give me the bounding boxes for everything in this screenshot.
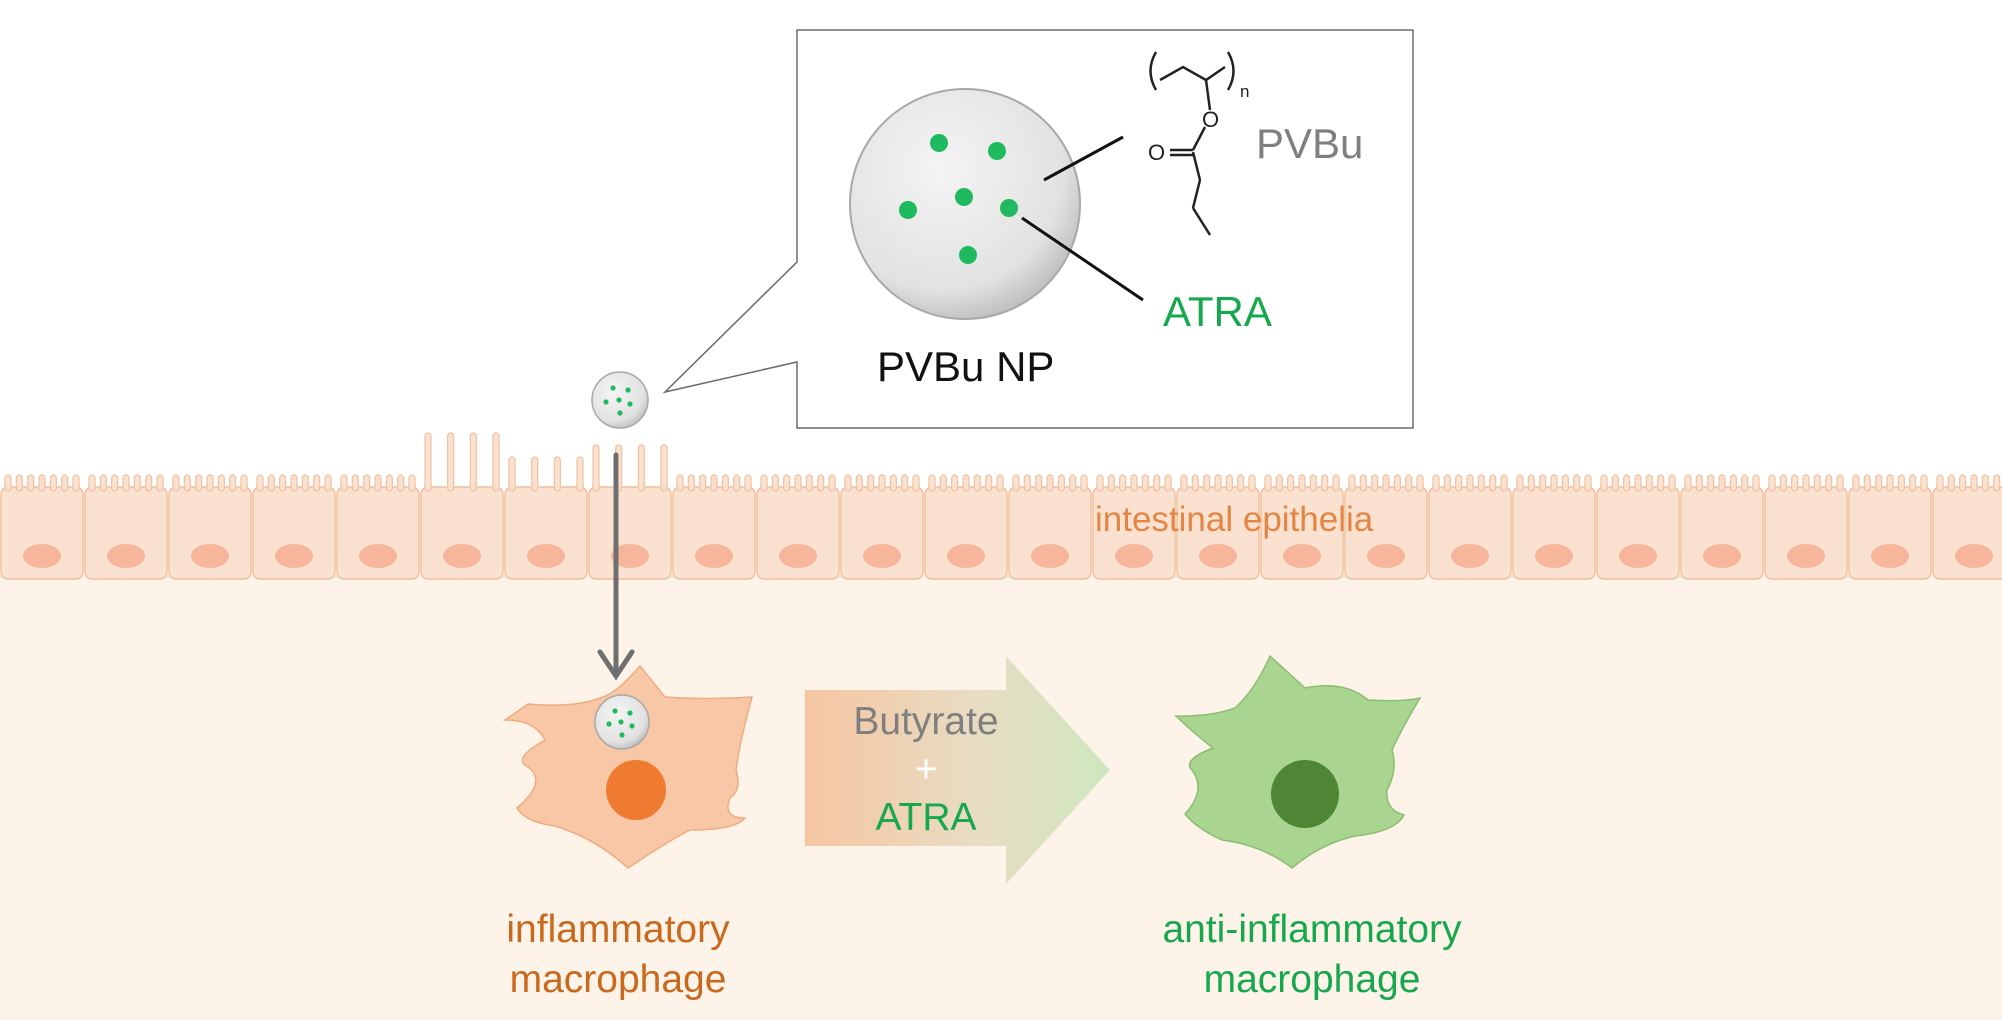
internalized-nanoparticle (594, 694, 650, 750)
butyrate-label: Butyrate (853, 700, 998, 743)
pvbu-label: PVBu (1256, 120, 1363, 167)
epithelial-cell (588, 486, 672, 580)
epithelial-nucleus (947, 544, 985, 568)
repeat-unit-n-label: n (1240, 82, 1249, 101)
arrow-atra-label: ATRA (875, 796, 976, 839)
inflammatory-label-line1: inflammatory (506, 908, 730, 951)
atra-dot (959, 246, 977, 264)
atra-dot (1000, 199, 1018, 217)
epithelial-nucleus (275, 544, 313, 568)
atra-dot (930, 134, 948, 152)
small-nanoparticle (591, 371, 649, 429)
plus-sign: + (915, 748, 938, 791)
atra-dot (899, 201, 917, 219)
epithelial-nucleus (1367, 544, 1405, 568)
anti-inflammatory-label-line1: anti-inflammatory (1162, 908, 1462, 951)
epithelial-nucleus (1199, 544, 1237, 568)
epithelial-cell (504, 486, 588, 580)
ester-oxygen-label: O (1202, 107, 1219, 132)
epithelial-nucleus (359, 544, 397, 568)
epithelia-label: intestinal epithelia (1095, 500, 1374, 539)
epithelial-nucleus (1871, 544, 1909, 568)
epithelial-nucleus (1451, 544, 1489, 568)
epithelial-nucleus (1115, 544, 1153, 568)
large-nanoparticle (849, 88, 1081, 320)
epithelial-nucleus (1955, 544, 1993, 568)
carbonyl-oxygen-label: O (1148, 140, 1165, 165)
epithelial-nucleus (443, 544, 481, 568)
epithelial-nucleus (863, 544, 901, 568)
intestinal-epithelium (0, 432, 2002, 580)
anti-inflammatory-label-line2: macrophage (1204, 958, 1421, 1001)
inflammatory-macrophage (502, 664, 754, 869)
epithelial-nucleus (1031, 544, 1069, 568)
atra-label: ATRA (1163, 288, 1272, 335)
anti-inflammatory-nucleus (1271, 760, 1339, 828)
epithelial-nucleus (695, 544, 733, 568)
anti-inflammatory-macrophage (1174, 654, 1422, 869)
polarization-arrow (805, 656, 1110, 884)
epithelial-nucleus (527, 544, 565, 568)
atra-leader-line (1021, 216, 1144, 302)
atra-dot (988, 142, 1006, 160)
epithelial-nucleus (779, 544, 817, 568)
epithelial-cell (420, 486, 504, 580)
epithelial-nucleus (1787, 544, 1825, 568)
epithelial-nucleus (1703, 544, 1741, 568)
pvbu-leader-line (1043, 135, 1124, 182)
nanoparticle-label: PVBu NP (877, 343, 1054, 390)
epithelial-nucleus (1619, 544, 1657, 568)
inflammatory-label-line2: macrophage (510, 958, 727, 1001)
epithelial-nucleus (611, 544, 649, 568)
epithelial-nucleus (1535, 544, 1573, 568)
uptake-arrow (597, 452, 635, 681)
epithelial-nucleus (191, 544, 229, 568)
atra-dot (955, 188, 973, 206)
epithelial-nucleus (107, 544, 145, 568)
epithelial-nucleus (23, 544, 61, 568)
pvbu-chemical-structure (1149, 51, 1235, 236)
epithelial-nucleus (1283, 544, 1321, 568)
inflammatory-nucleus (606, 760, 666, 820)
